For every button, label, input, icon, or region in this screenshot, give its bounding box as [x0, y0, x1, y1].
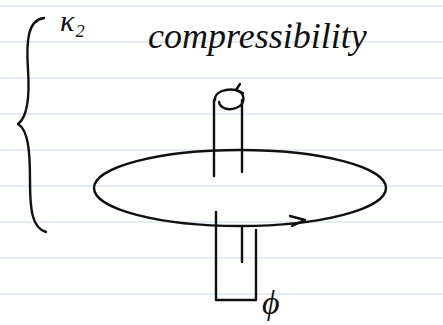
- ruled-lines: [0, 6, 443, 294]
- loop-arrow: [236, 84, 243, 93]
- kappa-symbol: κ₂: [60, 6, 85, 36]
- title-word: compressibility: [148, 18, 367, 54]
- brace: [18, 18, 46, 232]
- disk-arrow: [290, 216, 305, 226]
- disk: [94, 150, 386, 226]
- tube-upper: [214, 100, 242, 176]
- tube-lower: [216, 212, 256, 300]
- phi-symbol: ϕ: [262, 286, 280, 320]
